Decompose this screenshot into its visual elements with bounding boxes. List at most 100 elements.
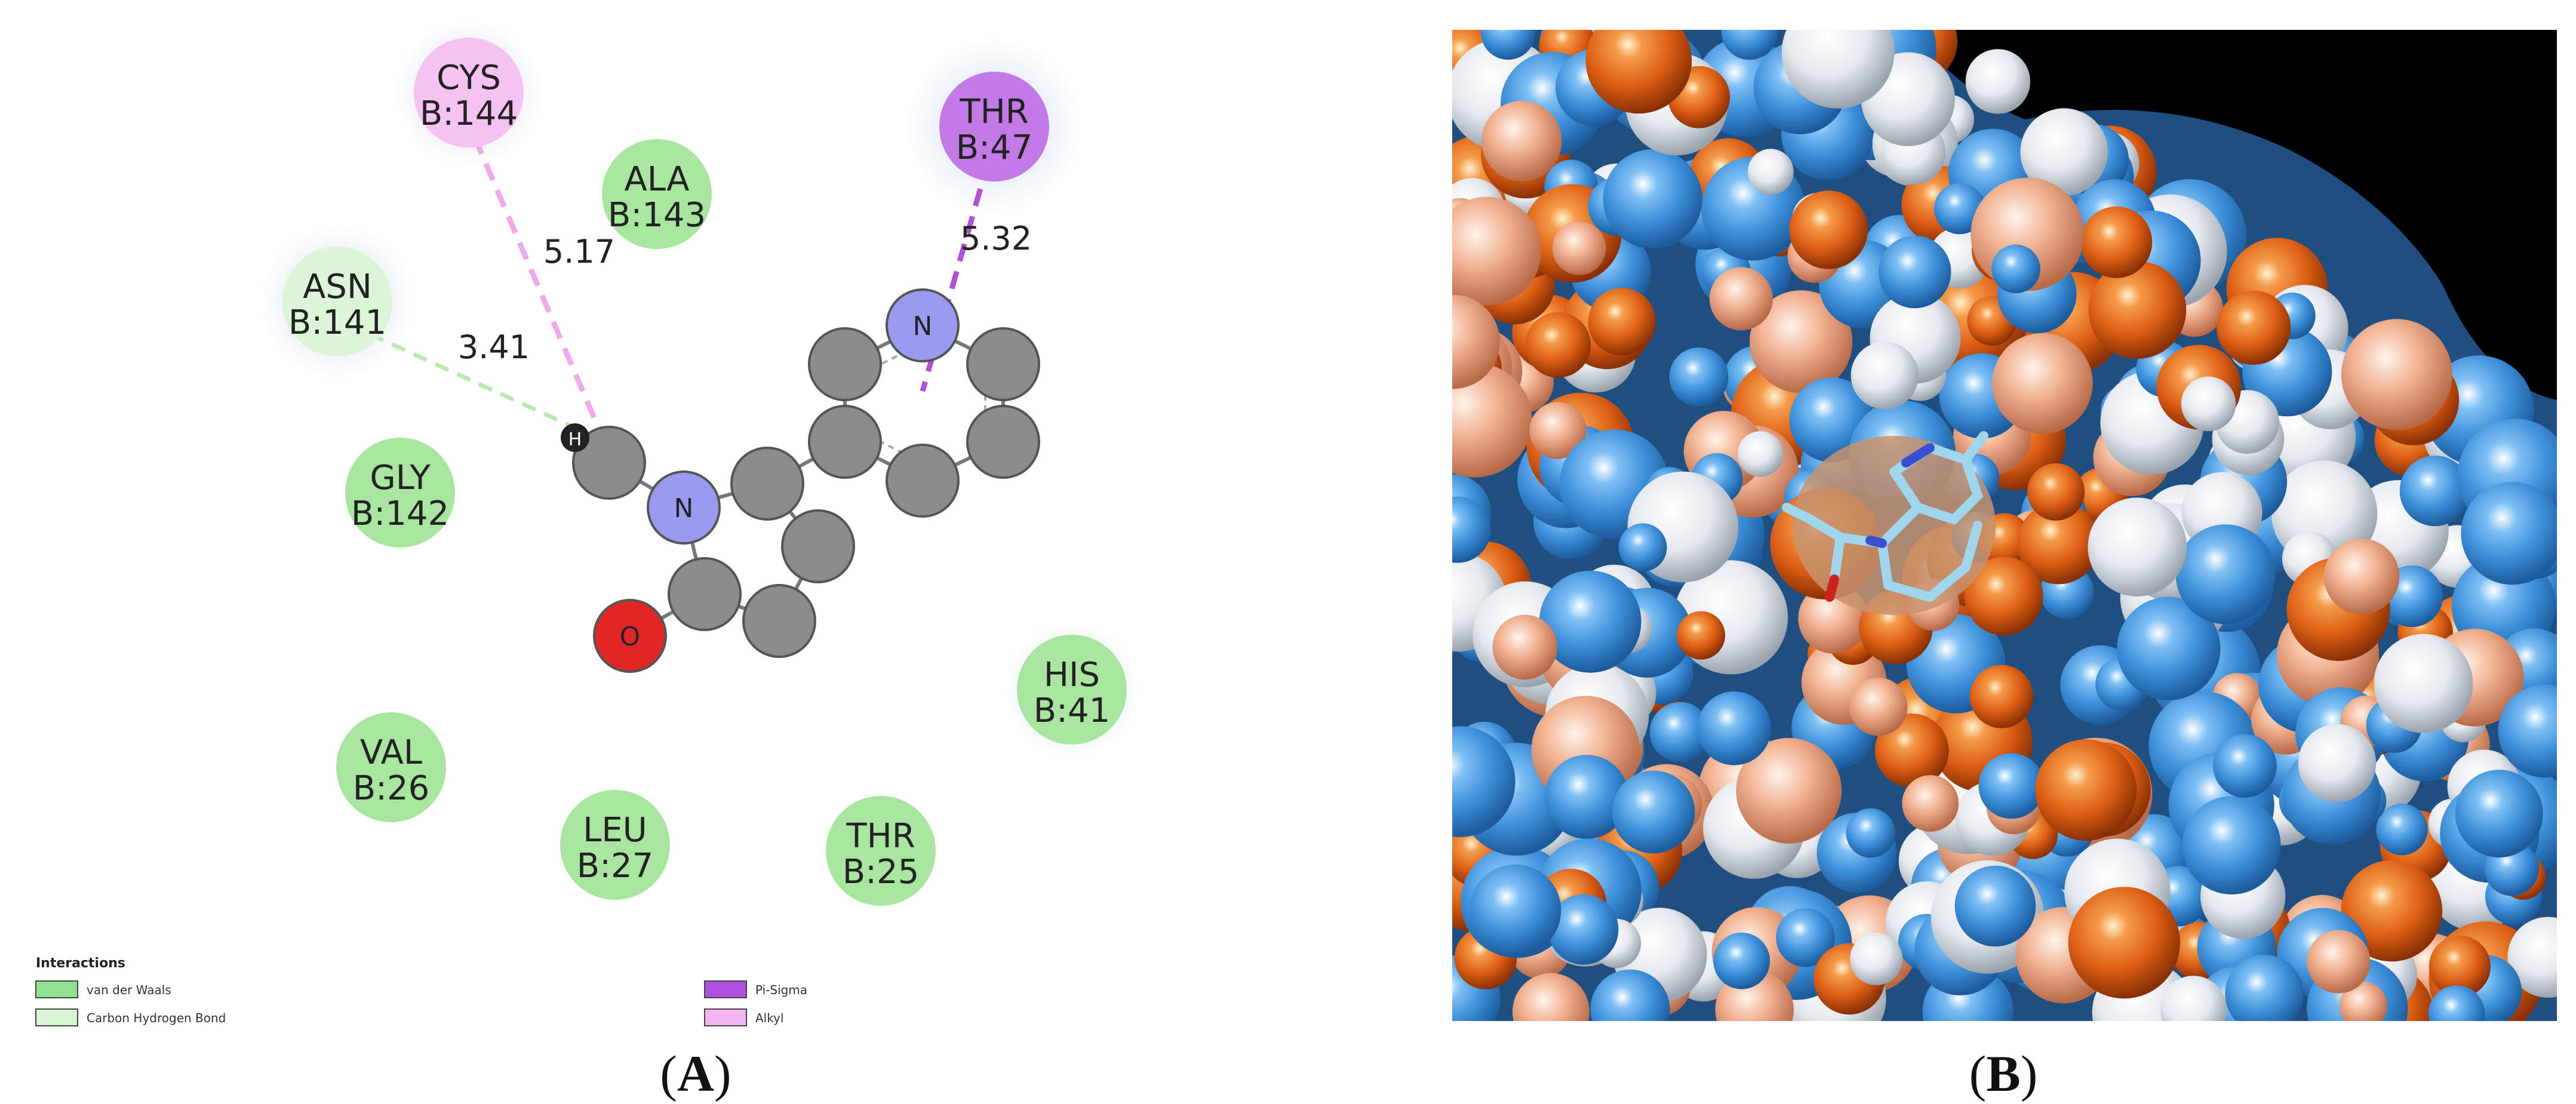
caption-b-letter: B bbox=[1986, 1045, 2021, 1102]
residue-layer: CYSB:144ALAB:143THRB:47ASNB:141GLYB:142H… bbox=[282, 38, 1127, 906]
surface-atom-sphere bbox=[1469, 864, 1561, 957]
carbon-hbond-interaction-line bbox=[369, 332, 574, 429]
surface-atom-sphere bbox=[1781, 30, 1895, 109]
surface-atom-sphere bbox=[2498, 684, 2557, 778]
surface-atom-sphere bbox=[2160, 976, 2227, 1021]
interaction-diagram: N N O H CYSB:144ALAB:143THRB:47ASNB:141G… bbox=[35, 18, 1141, 1026]
surface-atom-sphere bbox=[1954, 865, 2036, 947]
surface-atom-sphere bbox=[1750, 290, 1853, 393]
surface-atom-sphere bbox=[2374, 634, 2473, 733]
legend: Interactions van der Waals Carbon Hydrog… bbox=[35, 956, 807, 1026]
surface-atom-sphere bbox=[2429, 936, 2491, 998]
nitrogen-atom-amide bbox=[647, 470, 721, 545]
surface-atom-sphere bbox=[1512, 973, 1590, 1021]
surface-atom-sphere bbox=[2182, 796, 2281, 895]
surface-atom-sphere bbox=[2175, 524, 2276, 625]
surface-atom-sphere bbox=[1709, 267, 1773, 331]
legend-swatch-pi-sigma bbox=[704, 980, 747, 998]
surface-atom-sphere bbox=[1452, 726, 1516, 837]
alkyl-interaction-line bbox=[472, 136, 606, 440]
residue-id: B:25 bbox=[843, 853, 920, 891]
surface-blobs bbox=[1452, 30, 2557, 1021]
surface-atom-sphere bbox=[2068, 887, 2180, 999]
pi-sigma-interaction-line bbox=[920, 160, 991, 392]
surface-atom-sphere bbox=[1874, 714, 1949, 788]
surface-atom-sphere bbox=[1850, 932, 1903, 985]
surface-atom-sphere bbox=[1552, 221, 1606, 275]
surface-atom-sphere bbox=[1452, 196, 1541, 306]
legend-label-carbon-hbond: Carbon Hydrogen Bond bbox=[87, 1011, 226, 1025]
surface-atom-sphere bbox=[1677, 611, 1726, 660]
surface-atom-sphere bbox=[1452, 496, 1491, 563]
surface-atom-sphere bbox=[1452, 362, 1532, 478]
surface-atom-sphere bbox=[2213, 734, 2277, 798]
surface-atom-sphere bbox=[1590, 969, 1670, 1021]
residue-id: B:41 bbox=[1034, 691, 1111, 730]
surface-atom-sphere bbox=[2027, 463, 2085, 521]
ligand-stick-model bbox=[1782, 431, 1988, 602]
surface-atom-sphere bbox=[1978, 753, 2045, 819]
protein-surface-render bbox=[1452, 30, 2557, 1021]
surface-atom-sphere bbox=[1902, 775, 1959, 832]
surface-atom-sphere bbox=[1452, 294, 1500, 389]
distance-label-thr47: 5.32 bbox=[960, 220, 1032, 257]
residue-id: B:27 bbox=[577, 847, 654, 885]
surface-atom-sphere bbox=[1612, 770, 1695, 854]
residue-disc bbox=[602, 139, 712, 249]
atom-label-n1: N bbox=[674, 493, 694, 524]
surface-atom-sphere bbox=[1649, 702, 1710, 762]
residue-name: CYS bbox=[436, 59, 501, 97]
residue-name: VAL bbox=[360, 733, 422, 772]
surface-atom-sphere bbox=[1846, 808, 1896, 858]
residue-id: B:143 bbox=[608, 196, 706, 235]
residue-disc bbox=[1017, 635, 1127, 745]
atom-label-n2: N bbox=[913, 311, 933, 342]
surface-atom-sphere bbox=[1713, 932, 1770, 989]
surface-atom-sphere bbox=[1492, 614, 1558, 680]
black-background-region bbox=[1906, 30, 2557, 400]
surface-atom-sphere bbox=[1585, 30, 1692, 114]
surface-atom-sphere bbox=[1850, 342, 1919, 410]
caption-a-letter: A bbox=[677, 1045, 715, 1102]
residue-id: B:47 bbox=[956, 128, 1033, 167]
surface-atom-sphere bbox=[1748, 149, 1794, 195]
caption-b: (B) bbox=[1914, 1044, 2093, 1103]
surface-atom-sphere bbox=[2376, 803, 2428, 856]
surface-atom-sphere bbox=[1849, 677, 1908, 736]
surface-atom-sphere bbox=[1789, 190, 1868, 269]
surface-atom-sphere bbox=[1697, 691, 1771, 765]
oxygen-atom bbox=[593, 599, 667, 673]
residue-disc bbox=[336, 712, 446, 822]
surface-atom-sphere bbox=[2339, 982, 2387, 1021]
residue-id: B:144 bbox=[420, 94, 518, 133]
residue-disc bbox=[282, 247, 392, 356]
nitrogen-atom-pyridine bbox=[886, 288, 960, 362]
surface-atom-sphere bbox=[1736, 737, 1842, 844]
surface-atom-sphere bbox=[1539, 570, 1641, 673]
surface-atom-sphere bbox=[2341, 860, 2443, 962]
surface-atom-sphere bbox=[1481, 30, 1536, 60]
atom-label-h: H bbox=[568, 429, 582, 450]
legend-title: Interactions bbox=[36, 956, 125, 971]
residue-name: THR bbox=[959, 93, 1028, 131]
surface-atom-sphere bbox=[1965, 49, 2031, 114]
surface-atom-sphere bbox=[2035, 739, 2137, 841]
residue-name: THR bbox=[846, 817, 915, 856]
residue-disc bbox=[560, 790, 670, 900]
legend-swatch-vdw bbox=[35, 980, 78, 998]
residue-name: LEU bbox=[583, 811, 647, 850]
residue-disc bbox=[939, 72, 1049, 182]
surface-atom-sphere bbox=[1776, 908, 1835, 967]
residue-id: B:26 bbox=[353, 769, 430, 808]
surface-atom-sphere bbox=[2455, 770, 2543, 858]
surface-atom-sphere bbox=[1618, 523, 1667, 572]
surface-atom-sphere bbox=[1603, 149, 1702, 249]
surface-atom-sphere bbox=[1481, 101, 1562, 182]
residue-disc bbox=[345, 438, 455, 548]
